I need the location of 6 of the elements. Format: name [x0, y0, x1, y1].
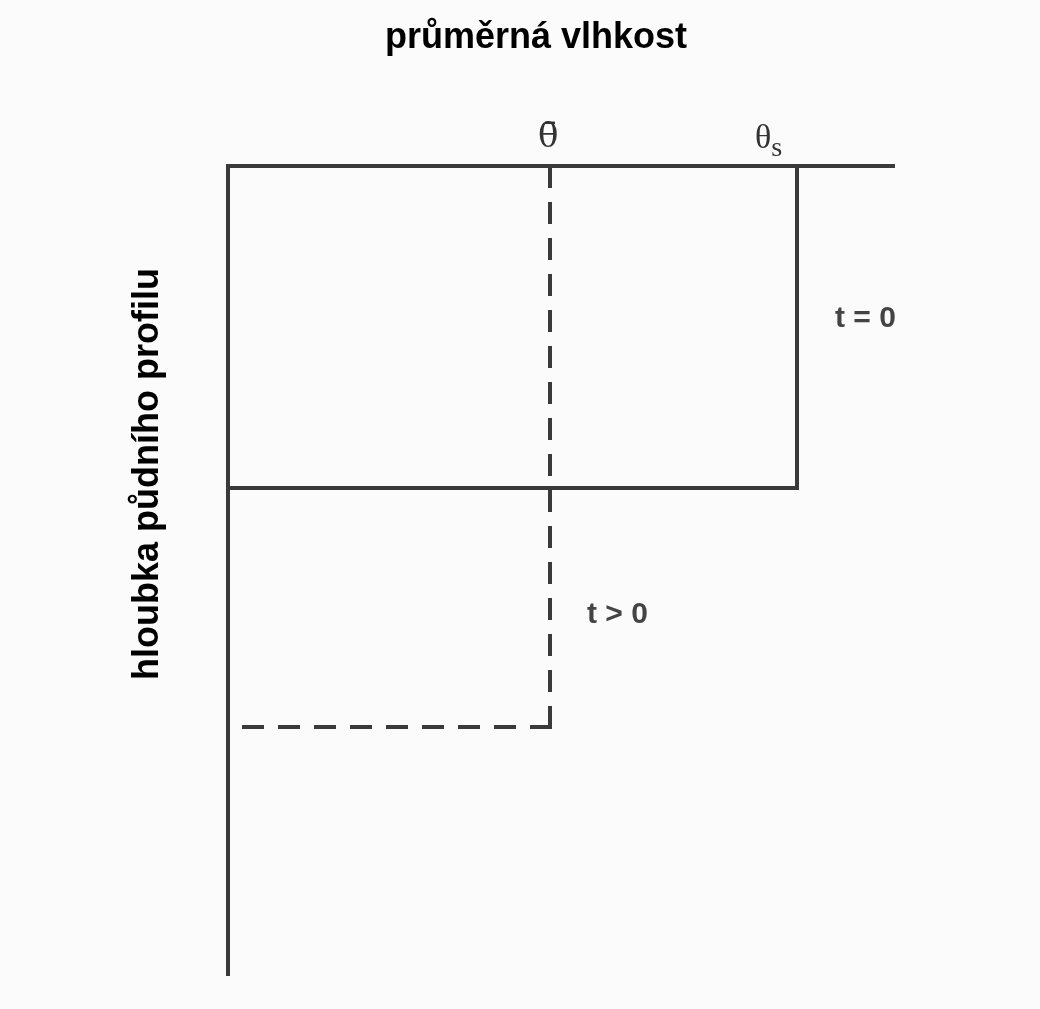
tick-label: θ$_{s}$: [755, 120, 783, 162]
curve-label: t > 0: [587, 598, 648, 628]
axis-title: hloubka půdního profilu: [128, 268, 164, 680]
curve-label: t = 0: [835, 302, 896, 332]
axis-title: průměrná vlhkost: [385, 18, 688, 54]
tick-label: θ̄: [538, 118, 559, 152]
